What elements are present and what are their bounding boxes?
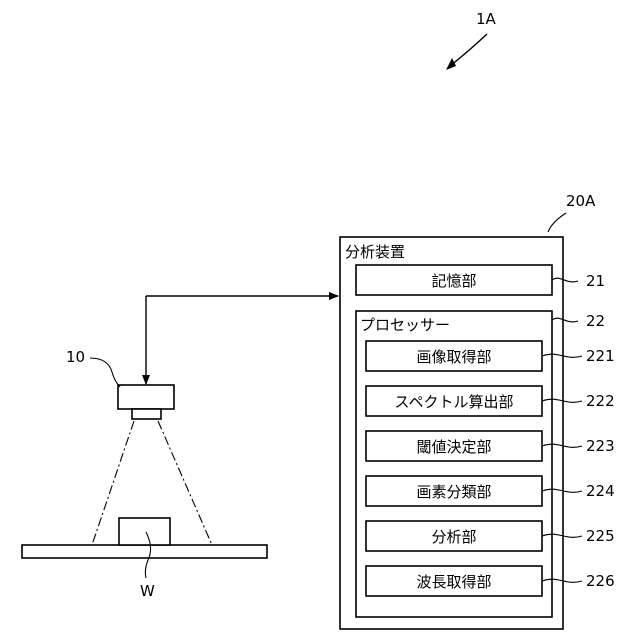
storage-ref: 21: [586, 272, 605, 290]
camera-ref-leader: [90, 358, 120, 387]
workpiece-ref: W: [140, 582, 155, 600]
module-ref: 225: [586, 527, 615, 545]
analysis-device-ref-leader: [548, 213, 566, 232]
module-ref: 221: [586, 347, 615, 365]
stage: [22, 545, 267, 558]
module-label: スペクトル算出部: [395, 393, 514, 411]
system-ref-label: 1A: [476, 10, 497, 28]
camera-lens: [132, 409, 161, 419]
processor-ref: 22: [586, 312, 605, 330]
module-label: 波長取得部: [416, 573, 491, 591]
analysis-device-ref: 20A: [566, 192, 596, 210]
module-ref: 222: [586, 392, 615, 410]
module-label: 画素分類部: [416, 483, 491, 501]
module-label: 閾値決定部: [416, 438, 491, 456]
module-label: 分析部: [431, 528, 476, 546]
analysis-device-title: 分析装置: [345, 243, 405, 261]
system-ref-arrowhead: [446, 58, 456, 70]
storage-label: 記憶部: [431, 272, 476, 290]
module-ref: 223: [586, 437, 615, 455]
module-label: 画像取得部: [416, 348, 491, 366]
module-ref: 226: [586, 572, 615, 590]
workpiece: [119, 518, 170, 545]
processor-label: プロセッサー: [360, 316, 450, 334]
camera-ref: 10: [66, 348, 85, 366]
module-ref: 224: [586, 482, 615, 500]
system-ref-arrow: [450, 34, 487, 66]
camera-body: [118, 385, 174, 409]
